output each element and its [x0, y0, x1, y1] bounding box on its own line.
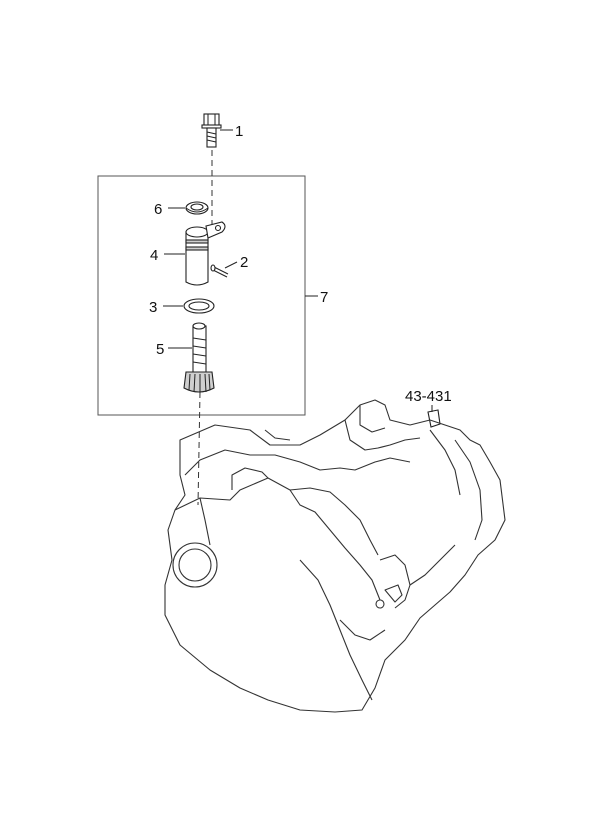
- bolt-part: [201, 113, 222, 148]
- o-ring-part: [185, 201, 209, 215]
- callout-5: 5: [156, 341, 164, 358]
- reference-callout: 43-431: [405, 388, 452, 405]
- callout-1: 1: [235, 123, 243, 140]
- transaxle-housing: [164, 399, 506, 713]
- callout-7: 7: [320, 289, 328, 306]
- callout-4: 4: [150, 247, 158, 264]
- callout-2: 2: [240, 254, 248, 271]
- pin-part: [210, 264, 229, 278]
- gear-shaft-part: [183, 322, 215, 393]
- sensor-part: [427, 405, 441, 428]
- callout-6: 6: [154, 201, 162, 218]
- alignment-axis-lower: [197, 391, 201, 506]
- gasket-part: [183, 298, 215, 314]
- callout-3: 3: [149, 299, 157, 316]
- leader-line-2: [224, 261, 238, 269]
- sleeve-part: [185, 221, 226, 286]
